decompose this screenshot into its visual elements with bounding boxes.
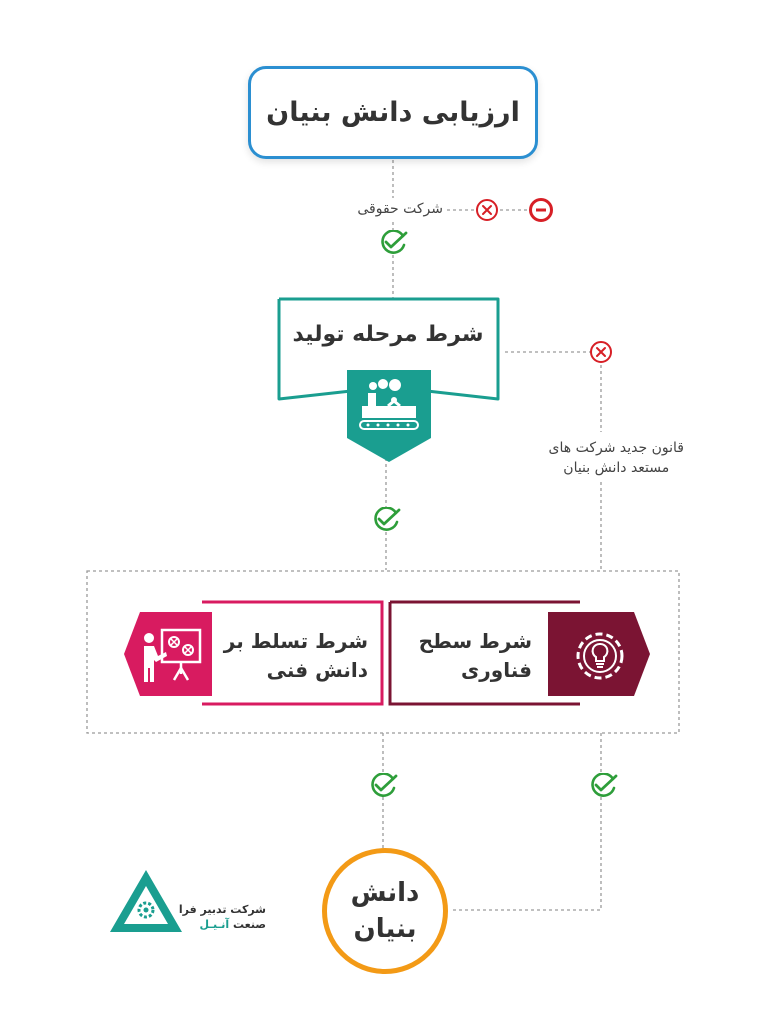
mastery-line2: دانش فنی [266,658,368,682]
production-label: شرط مرحله تولید [292,322,484,347]
page-title: ارزیابی دانش بنیان [266,97,520,128]
logo-text: شرکت تدبیر فرا صنعت آنـیـل [179,903,266,933]
logo-line2-prefix: صنعت [229,917,266,931]
factory-icon [356,376,422,442]
result-circle: دانش بنیان [322,848,448,974]
connector-check-to-result-side [450,797,602,911]
check-icon [586,772,620,803]
technology-badge [548,612,650,696]
mastery-label: شرط تسلط بر دانش فنی [224,627,368,685]
logo-line1: شرکت تدبیر فرا [178,903,266,916]
logo-line2: صنعت آنـیـل [179,918,266,933]
result-line2: بنیان [353,914,417,944]
cross-icon [476,199,498,221]
technology-label: شرط سطح فناوری [419,627,532,685]
new-law-label: قانون جدید شرکت های مستعد دانش بنیان [549,438,684,479]
check-icon [366,772,400,803]
legal-company-label: شرکت حقوقی [357,201,443,217]
new-law-line1: قانون جدید شرکت های [548,440,684,456]
logo-triangle-icon [106,866,186,942]
check-icon [369,506,403,537]
technology-card [388,600,650,706]
presentation-icon [136,624,206,690]
gear-bulb-icon [566,622,634,694]
check-icon [376,229,410,260]
logo-brand: آنـیـل [199,917,230,931]
mastery-line1: شرط تسلط بر [223,629,368,653]
title-box: ارزیابی دانش بنیان [248,66,538,159]
cross-icon [590,341,612,363]
technology-line1: شرط سطح [418,629,532,653]
technology-line2: فناوری [460,658,532,682]
result-line1: دانش [350,877,420,908]
new-law-line2: مستعد دانش بنیان [563,460,670,477]
ban-icon [529,198,553,222]
